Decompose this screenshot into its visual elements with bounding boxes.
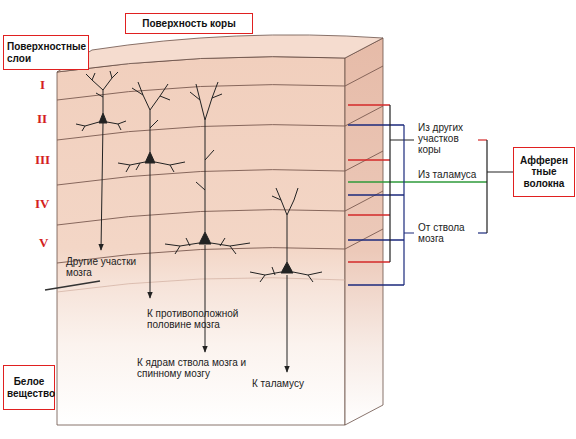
- neuron: [76, 71, 322, 372]
- afferent-fiber: [348, 105, 487, 285]
- fiber-source: От ствола мозга: [418, 222, 478, 244]
- fiber-source: Из других участков коры: [418, 122, 476, 156]
- box-text: Белое вещество: [7, 376, 51, 399]
- layer-number: II: [37, 111, 59, 127]
- neuron: [76, 121, 126, 131]
- layer-line: [57, 170, 345, 185]
- bracket: [390, 105, 414, 262]
- neuron: [205, 245, 206, 352]
- bracket: [478, 139, 487, 140]
- layer-line: [57, 210, 345, 225]
- neuron: [281, 262, 293, 273]
- layer-line: [57, 125, 345, 140]
- cortex-block: [345, 38, 383, 425]
- axon-target: К ядрам ствола мозга и спинному мозгу: [137, 357, 249, 379]
- bracket: [487, 140, 513, 233]
- fiber-source: Из таламуса: [418, 169, 484, 180]
- label-box: Поверхность коры: [125, 13, 253, 34]
- label-box: Поверхностные слои: [3, 35, 89, 70]
- neuron: [199, 232, 211, 244]
- afferent-fiber: [348, 105, 390, 262]
- axon-target: К таламусу: [252, 378, 322, 389]
- layer-number: III: [35, 152, 59, 168]
- neuron: [165, 238, 250, 254]
- axon-target: К противоположной половине мозга: [147, 308, 247, 330]
- label-box: Афферен тные волокна: [513, 147, 575, 197]
- neuron: [272, 188, 298, 262]
- layer-line: [57, 278, 345, 292]
- neuron: [145, 152, 155, 163]
- cortex-block: [57, 35, 383, 72]
- afferent-fiber: [348, 125, 404, 285]
- layer-number: I: [40, 77, 60, 93]
- bracket: [478, 232, 487, 233]
- bracket: [404, 125, 414, 285]
- box-text: Афферен тные волокна: [517, 155, 571, 190]
- bracket: [390, 105, 513, 285]
- layer-line: [345, 106, 383, 126]
- neuron: [99, 113, 107, 123]
- cortex-block: [57, 57, 345, 425]
- neuron: [250, 267, 322, 282]
- layer-line: [345, 66, 383, 86]
- layer-line: [57, 66, 383, 292]
- cortex-block: [57, 35, 383, 425]
- neuron: [287, 275, 288, 372]
- leader-stroke: [45, 281, 100, 290]
- leader-stroke: [45, 281, 100, 290]
- afferent-fiber: [348, 181, 487, 182]
- label-box: Белое вещество: [3, 365, 55, 410]
- layer-number: IV: [35, 196, 59, 212]
- neuron: [101, 123, 103, 250]
- neuron: [132, 82, 170, 152]
- neuron: [150, 163, 151, 298]
- box-text: Поверхность коры: [129, 18, 249, 30]
- layer-line: [345, 151, 383, 171]
- axon-target: Другие участки мозга: [66, 256, 146, 278]
- neuron: [190, 82, 222, 232]
- layer-line: [345, 191, 383, 211]
- layer-line: [345, 229, 383, 249]
- layer-number: V: [39, 235, 59, 251]
- neuron: [86, 71, 118, 113]
- box-text: Поверхностные слои: [7, 41, 85, 64]
- neuron: [118, 162, 185, 172]
